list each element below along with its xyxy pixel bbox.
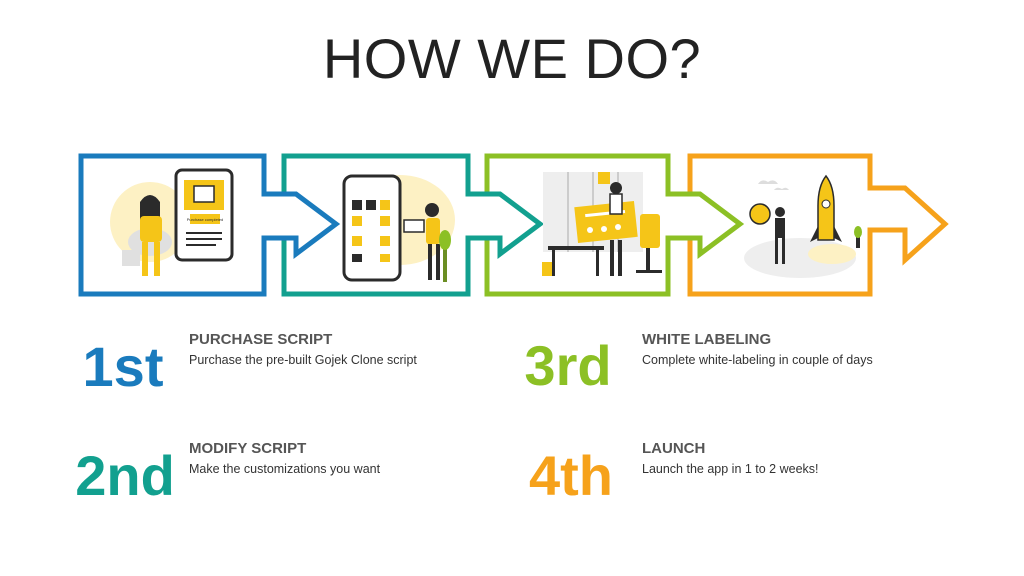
step-3-title: WHITE LABELING xyxy=(642,331,772,348)
step-2-rank: 2nd xyxy=(75,444,175,507)
purchase-completed-label: Purchase completed xyxy=(187,217,223,222)
step-4-description: Launch the app in 1 to 2 weeks! xyxy=(642,462,819,476)
process-flow: Purchase completed xyxy=(78,153,949,297)
step-1-description: Purchase the pre-built Gojek Clone scrip… xyxy=(189,353,417,367)
rocket-launch-illustration xyxy=(744,174,862,278)
step-2-description: Make the customizations you want xyxy=(189,462,381,476)
step-2-title: MODIFY SCRIPT xyxy=(189,440,307,457)
step-4-title: LAUNCH xyxy=(642,440,706,457)
step-3-rank: 3rd xyxy=(524,334,612,397)
step-4-rank: 4th xyxy=(529,444,613,507)
office-certificate-illustration xyxy=(542,172,662,276)
shopping-tablet-illustration: Purchase completed xyxy=(110,168,234,276)
smartphone-customization-illustration xyxy=(342,174,455,282)
step-3-description: Complete white-labeling in couple of day… xyxy=(642,353,873,367)
page-title: HOW WE DO? xyxy=(322,27,702,90)
step-1-title: PURCHASE SCRIPT xyxy=(189,331,333,348)
step-1-rank: 1st xyxy=(82,335,164,398)
